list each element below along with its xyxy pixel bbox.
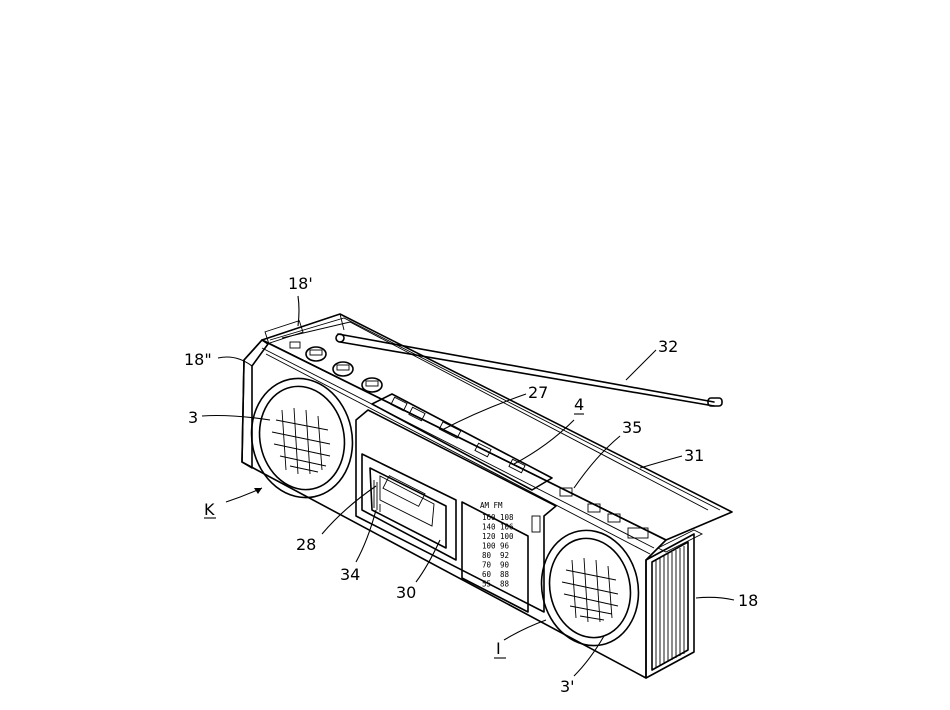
dial-fm-value: 88 — [500, 570, 510, 579]
left-speaker-mesh — [271, 407, 331, 475]
telescopic-antenna — [335, 333, 723, 407]
function-buttons — [371, 393, 553, 491]
label-4: 4 — [574, 395, 584, 414]
label-3-prime: 3' — [560, 677, 575, 696]
side-buttons — [531, 487, 649, 539]
end-cap-grille — [655, 546, 685, 668]
left-end-cap — [241, 320, 304, 469]
dial-am-value: 80 — [482, 551, 492, 560]
dial-am-value: 55 — [482, 580, 491, 589]
dial-fm-value: 106 — [500, 523, 514, 532]
label-18-prime: 18' — [288, 274, 313, 293]
dial-am-value: 100 — [482, 542, 496, 551]
label-18-double-prime: 18" — [184, 350, 212, 369]
label-1: I — [496, 639, 501, 658]
right-end-cap — [645, 529, 704, 679]
label-31: 31 — [684, 446, 704, 465]
label-28: 28 — [296, 535, 316, 554]
dial-fm-value: 92 — [500, 551, 509, 560]
dial-am-value: 120 — [482, 532, 496, 541]
cassette-door — [369, 467, 447, 549]
dial-am-value: 70 — [482, 561, 492, 570]
dial-am-value: 140 — [482, 523, 496, 532]
cassette-deck — [355, 409, 557, 613]
reference-labels: 18' 18" 3 K 28 34 30 27 4 32 35 31 18 I — [184, 274, 758, 696]
dial-header: AM FM — [480, 501, 503, 510]
label-27: 27 — [528, 383, 548, 402]
cassette-window-hatch — [373, 480, 381, 512]
dial-am-value: 60 — [482, 570, 492, 579]
left-speaker — [250, 377, 354, 499]
dial-fm-value: 96 — [500, 542, 510, 551]
label-30: 30 — [396, 583, 416, 602]
label-35: 35 — [622, 418, 642, 437]
front-face — [241, 339, 667, 679]
dial-fm-value: 108 — [500, 513, 514, 522]
label-K: K — [204, 500, 215, 519]
dial-fm-value: 100 — [500, 532, 514, 541]
dial-am-value: 160 — [482, 513, 496, 522]
right-speaker-mesh — [561, 557, 619, 623]
control-knobs — [289, 341, 383, 393]
label-32: 32 — [658, 337, 678, 356]
label-34: 34 — [340, 565, 360, 584]
label-3: 3 — [188, 408, 198, 427]
right-speaker — [540, 529, 640, 647]
dial-fm-value: 88 — [500, 580, 510, 589]
label-18: 18 — [738, 591, 758, 610]
dial-fm-value: 90 — [500, 561, 510, 570]
